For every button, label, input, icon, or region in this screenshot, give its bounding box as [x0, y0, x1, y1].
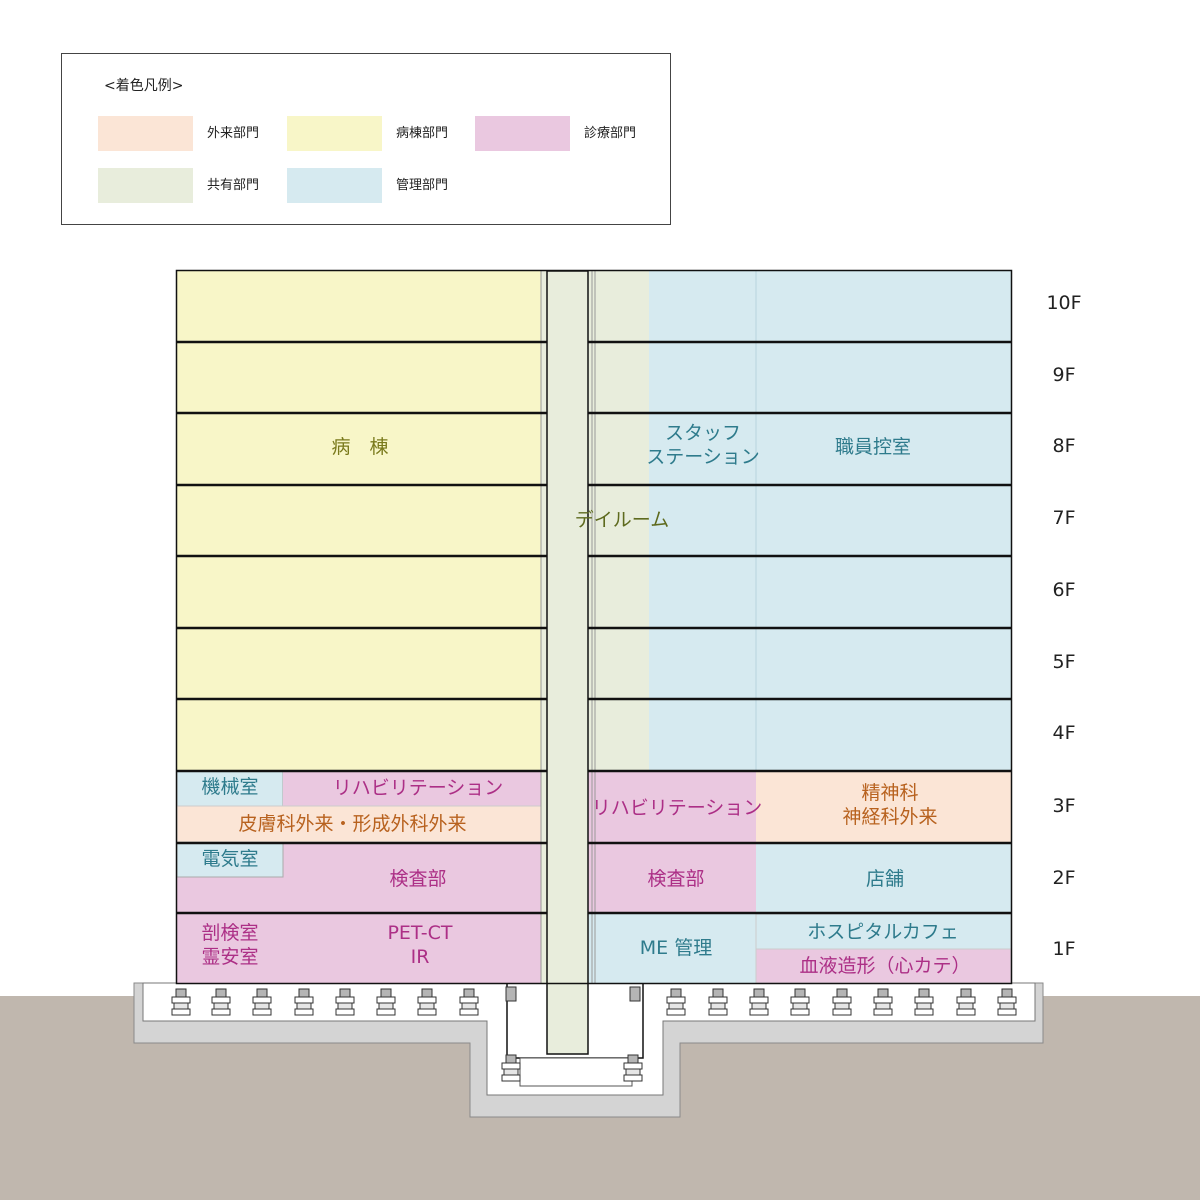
seismic-isolator: [211, 988, 231, 1016]
floor-label-8f: 8F: [1052, 435, 1076, 457]
seismic-isolator: [459, 988, 479, 1016]
psychiatry-zone: [756, 771, 1011, 842]
seismic-isolator: [505, 986, 517, 1002]
room-label-cafe: ホスピタルカフェ: [807, 921, 959, 943]
legend-label-outpatient: 外来部門: [207, 126, 260, 141]
floor-label-4f: 4F: [1052, 722, 1076, 744]
room-label-lab-east: 検査部: [647, 868, 705, 890]
ward-zone: [177, 271, 541, 770]
seismic-isolator: [832, 988, 852, 1016]
seismic-isolator: [956, 988, 976, 1016]
room-label-staff-lounge: 職員控室: [834, 436, 911, 458]
seismic-isolator: [873, 988, 893, 1016]
diagnosis-west-1f-zone: [177, 914, 541, 983]
floor-label-5f: 5F: [1052, 651, 1076, 673]
seismic-isolator: [335, 988, 355, 1016]
legend-swatch-management: [287, 168, 382, 203]
floor-label-6f: 6F: [1052, 579, 1076, 601]
room-label-electric-room: 電気室: [201, 848, 259, 870]
room-label-shop: 店舗: [865, 868, 904, 890]
seismic-isolator: [376, 988, 396, 1016]
legend-label-management: 管理部門: [396, 178, 449, 193]
seismic-isolator: [629, 986, 641, 1002]
lab-east-zone: [586, 843, 756, 913]
legend-box: <着色凡例> 外来部門 病棟部門 診療部門 共有部門 管理部門: [61, 53, 671, 225]
seismic-isolator: [417, 988, 437, 1016]
room-label-staff-station: スタッフ ステーション: [646, 422, 760, 468]
rehab-east-zone: [586, 771, 756, 842]
floor-label-3f: 3F: [1052, 795, 1076, 817]
room-label-psychiatry: 精神科 神経科外来: [842, 782, 938, 828]
legend-swatch-diagnosis: [475, 116, 570, 151]
shared-zone-east: [586, 271, 649, 770]
seismic-isolator: [623, 1054, 643, 1082]
dermatology-zone: [176, 805, 542, 843]
room-label-machine-room: 機械室: [201, 776, 259, 798]
seismic-isolator: [252, 988, 272, 1016]
room-label-hematology: 血液造形（心カテ）: [799, 955, 971, 977]
seismic-isolators: [171, 986, 1017, 1082]
core-shaft: [546, 270, 589, 1055]
floor-lines: [176, 340, 1012, 915]
floor-label-10f: 10F: [1046, 292, 1082, 314]
floor-label-2f: 2F: [1052, 867, 1076, 889]
room-label-rehab-east: リハビリテーション: [591, 797, 763, 819]
shop-zone: [756, 843, 1011, 913]
legend-title: <着色凡例>: [104, 78, 184, 94]
floor-label-7f: 7F: [1052, 507, 1076, 529]
room-label-dermatology: 皮膚科外来・形成外科外来: [238, 813, 467, 835]
room-label-autopsy: 剖検室 霊安室: [201, 922, 259, 968]
legend-swatch-shared: [98, 168, 193, 203]
room-label-me: ME 管理: [639, 937, 713, 959]
floor-label-1f: 1F: [1052, 938, 1076, 960]
seismic-isolator: [790, 988, 810, 1016]
seismic-isolator: [749, 988, 769, 1016]
legend-swatch-outpatient: [98, 116, 193, 151]
seismic-isolator: [171, 988, 191, 1016]
room-label-dayroom: デイルーム: [574, 509, 670, 531]
seismic-isolator: [708, 988, 728, 1016]
management-zone: [649, 271, 1011, 770]
room-label-rehab-west: リハビリテーション: [332, 777, 504, 799]
room-label-ward: 病 棟: [331, 436, 389, 458]
me-zone: [586, 914, 756, 983]
seismic-isolator: [666, 988, 686, 1016]
pit-lower-slab: [519, 1057, 633, 1087]
hematology-zone: [755, 948, 1012, 984]
seismic-isolator: [501, 1054, 521, 1082]
seismic-isolator: [914, 988, 934, 1016]
rehab-west-zone: [283, 771, 541, 806]
room-label-petct: PET-CT IR: [387, 922, 453, 968]
legend-swatch-ward: [287, 116, 382, 151]
seismic-isolator: [294, 988, 314, 1016]
building-outline: [175, 269, 1013, 985]
legend-label-ward: 病棟部門: [396, 126, 449, 141]
floor-label-9f: 9F: [1052, 364, 1076, 386]
seismic-isolator: [997, 988, 1017, 1016]
room-label-lab-west: 検査部: [389, 868, 447, 890]
legend-label-shared: 共有部門: [207, 178, 260, 193]
legend-label-diagnosis: 診療部門: [584, 126, 637, 141]
